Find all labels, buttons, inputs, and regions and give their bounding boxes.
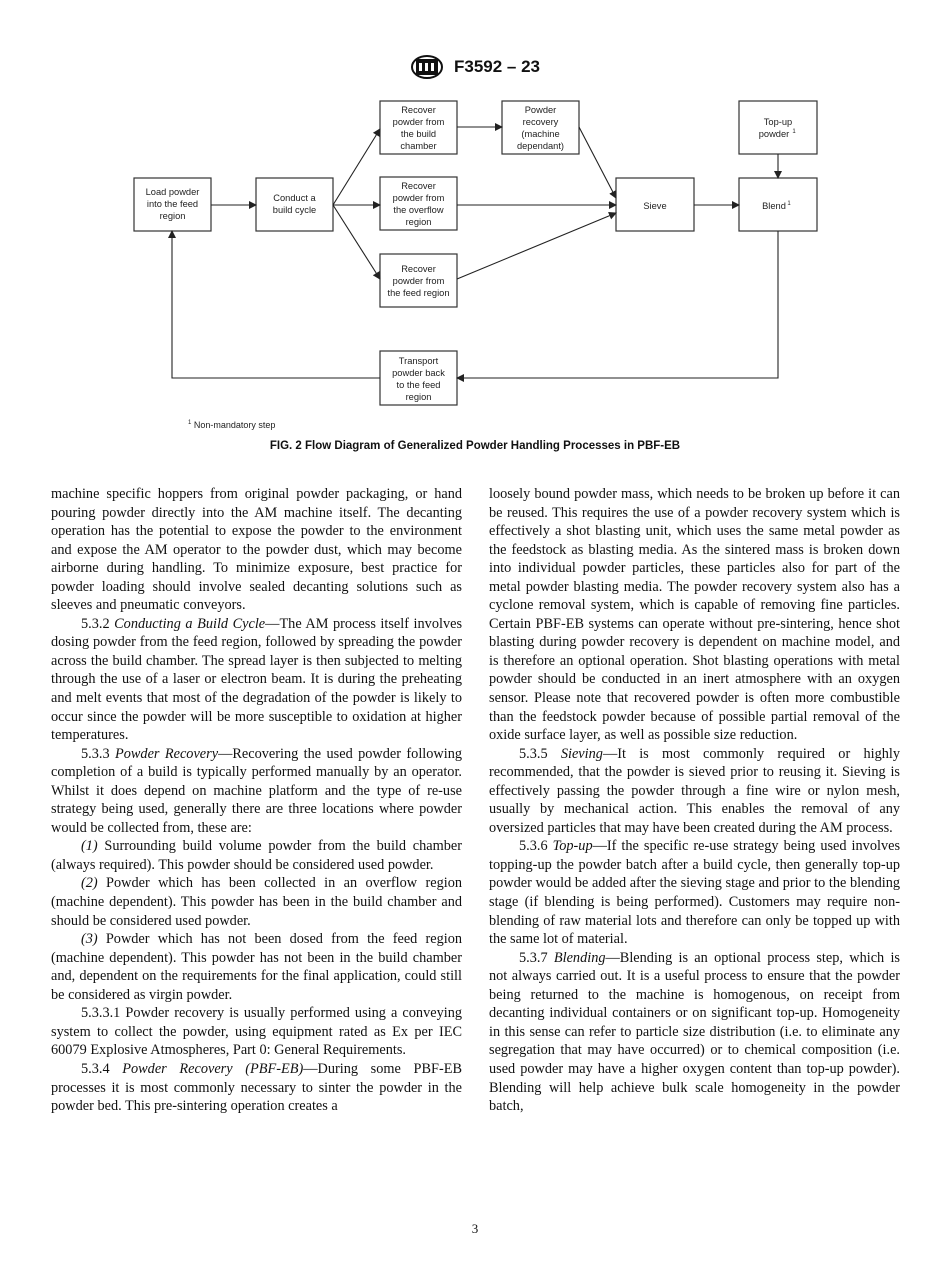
arrow-transport-load (168, 230, 380, 379)
list-item: (3) Powder which has not been dosed from… (51, 931, 462, 1003)
node-topup-footnote-mark: 1 (792, 129, 796, 135)
node-blend-footnote-mark: 1 (787, 201, 791, 207)
arrow-build-recover-feed (332, 204, 381, 280)
node-sieve-label: Sieve (643, 201, 666, 211)
figure-footnote: 1 Non-mandatory step (188, 420, 275, 430)
node-blend-label: Blend (762, 201, 786, 211)
page-header: F3592 – 23 (0, 54, 950, 80)
figure-footnote-mark: 1 (188, 420, 192, 426)
figure-footnote-text: Non-mandatory step (193, 420, 276, 430)
arrow-powder-recovery-sieve (578, 126, 617, 199)
right-text-column: loosely bound powder mass, which needs t… (489, 485, 900, 1116)
paragraph: loosely bound powder mass, which needs t… (489, 486, 900, 744)
figure-caption: FIG. 2 Flow Diagram of Generalized Powde… (269, 440, 681, 452)
paragraph: 5.3.2 Conducting a Build Cycle—The AM pr… (51, 615, 463, 744)
arrow-build-recover-build (332, 128, 381, 206)
list-item: (1) Surrounding build volume powder from… (51, 838, 462, 873)
standard-designation: F3592 – 23 (453, 57, 540, 76)
page-number: 3 (471, 1221, 479, 1236)
paragraph: 5.3.3 Powder Recovery—Recovering the use… (51, 745, 463, 836)
arrow-blend-transport (456, 231, 779, 382)
paragraph: 5.3.4 Powder Recovery (PBF-EB)—During so… (51, 1060, 462, 1115)
node-recover-feed-box (379, 253, 458, 308)
paragraph: machine specific hoppers from original p… (51, 486, 462, 614)
arrow-recover-feed-sieve (456, 211, 617, 280)
paragraph: 5.3.3.1 Powder recovery is usually perfo… (51, 1005, 462, 1059)
paragraph: 5.3.7 Blending—Blending is an optional p… (489, 949, 900, 1115)
node-topup-box (738, 100, 818, 155)
list-item: (2) Powder which has been collected in a… (51, 875, 462, 929)
left-text-column: machine specific hoppers from original p… (51, 485, 462, 1116)
astm-logo-icon (410, 55, 443, 79)
paragraph: 5.3.6 Top-up—If the specific re-use stra… (489, 838, 901, 948)
paragraph: 5.3.5 Sieving—It is most commonly requir… (489, 745, 900, 836)
